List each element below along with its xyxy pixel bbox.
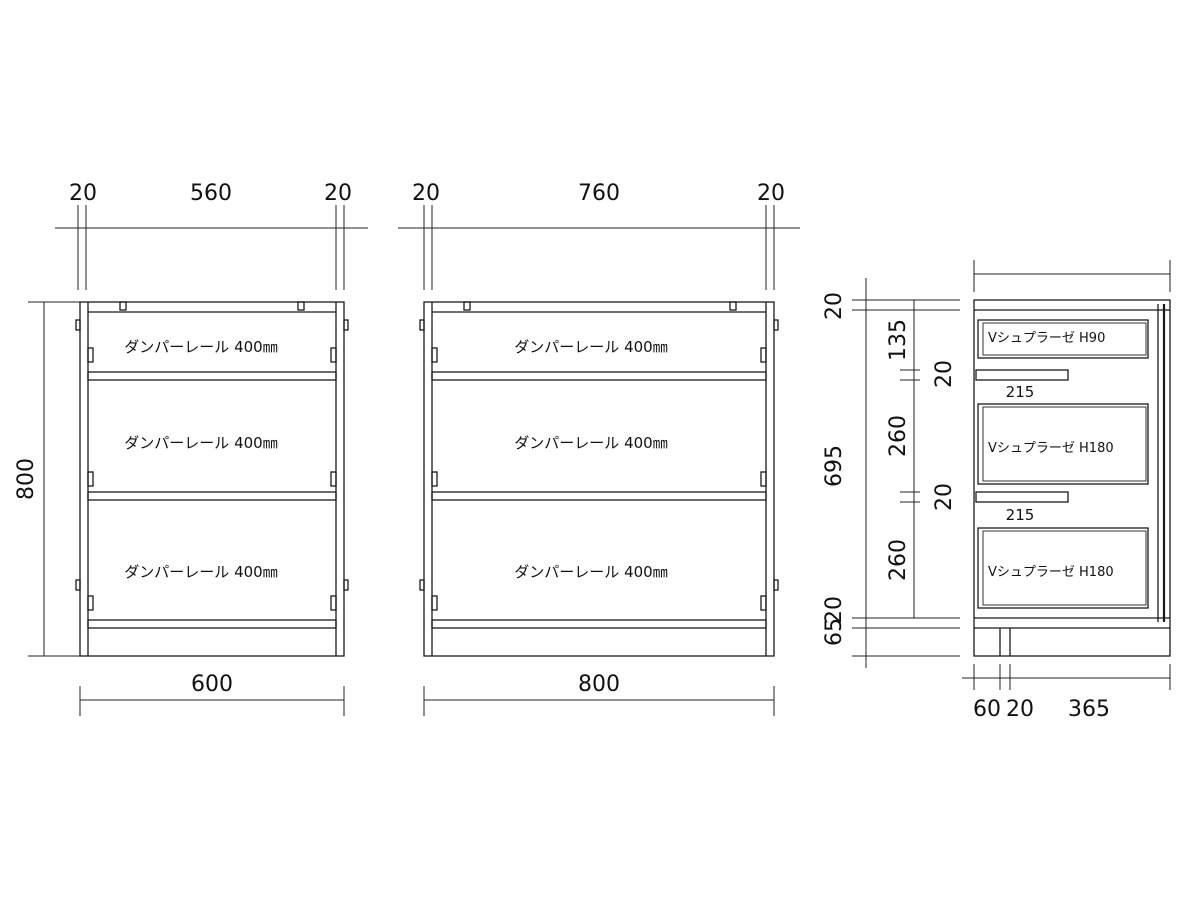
dim-inner: 260: [886, 539, 911, 581]
cabinet-outline: [79, 301, 345, 657]
dim-bottom: 365: [1068, 697, 1110, 722]
dim-inner: 20: [932, 360, 957, 388]
shelf: [431, 371, 767, 381]
dim-top-thickness: 20: [822, 292, 847, 320]
dim-side-left: 20: [69, 181, 97, 206]
shelf: [87, 371, 337, 381]
dim-height: 800: [14, 458, 39, 500]
rail-tabs: [75, 319, 349, 611]
dim-inner: 135: [886, 319, 911, 361]
dim-width: 800: [578, 672, 620, 697]
dim-inner: 260: [886, 415, 911, 457]
shelf-depth: 215: [1006, 383, 1035, 401]
drawer-label: ダンパーレール 400㎜: [124, 563, 277, 581]
dim-inner-width: 560: [190, 181, 232, 206]
dim-bottom: 20: [1006, 697, 1034, 722]
dim-inner-width: 760: [578, 181, 620, 206]
dim-side-right: 20: [324, 181, 352, 206]
top-block: [297, 301, 305, 311]
drawer-label: ダンパーレール 400㎜: [514, 434, 667, 452]
drawer-label: ダンパーレール 400㎜: [124, 434, 277, 452]
shelf-215: [975, 369, 1069, 381]
shelf-215: [975, 491, 1069, 503]
dim-bottom-b: 20: [822, 596, 847, 624]
drawer-label: ダンパーレール 400㎜: [514, 338, 667, 356]
shelf: [431, 491, 767, 501]
top-block: [463, 301, 471, 311]
dim-bottom: 60: [973, 697, 1001, 722]
drawer-h180: Vシュプラーゼ H180: [977, 403, 1149, 485]
drawer-label: Vシュプラーゼ H90: [988, 331, 1105, 346]
bottom-board: [431, 619, 767, 629]
top-block: [119, 301, 127, 311]
dim-side-left: 20: [412, 181, 440, 206]
dim-side-right: 20: [757, 181, 785, 206]
bottom-board: [87, 619, 337, 629]
drawer-h180: Vシュプラーゼ H180: [977, 527, 1149, 609]
shelf-depth: 215: [1006, 506, 1035, 524]
dim-overall-height: 695: [822, 445, 847, 487]
dim-inner: 20: [932, 483, 957, 511]
dim-width: 600: [191, 672, 233, 697]
drawer-label: Vシュプラーゼ H180: [988, 565, 1114, 580]
drawer-label: ダンパーレール 400㎜: [124, 338, 277, 356]
drawer-h90: Vシュプラーゼ H90: [977, 319, 1149, 359]
front-view-800: 20 760 20 ダンパーレール 400㎜ ダンパーレール 400㎜ ダンパー…: [398, 181, 800, 716]
dim-bottom-a: 65: [822, 618, 847, 646]
side-outline: [973, 299, 1171, 657]
cabinet-outline: [423, 301, 775, 657]
top-block: [729, 301, 737, 311]
side-view: 20 695 65 20 135 20 260 20 260 215 215 V…: [822, 260, 1171, 722]
drawer-label: ダンパーレール 400㎜: [514, 563, 667, 581]
shelf: [87, 491, 337, 501]
rail-tabs: [419, 319, 779, 611]
front-view-600: 20 560 20 800 ダンパーレール 400㎜ ダンパーレール 400㎜ …: [14, 181, 368, 716]
drawer-label: Vシュプラーゼ H180: [988, 441, 1114, 456]
